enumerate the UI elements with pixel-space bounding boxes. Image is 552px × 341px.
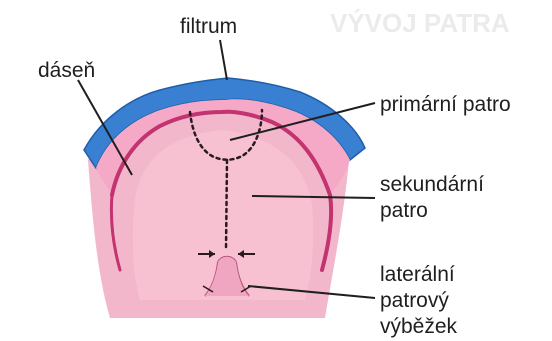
label-lateralni-line2: patrový (380, 288, 449, 313)
leader-filtrum (220, 40, 227, 80)
label-sekundarni-line2: patro (380, 198, 428, 223)
label-lateralni-line1: laterální (380, 262, 455, 287)
label-sekundarni-line1: sekundární (380, 172, 484, 197)
label-dasen: dáseň (38, 58, 95, 83)
label-filtrum: filtrum (180, 14, 237, 39)
label-lateralni-line3: výběžek (380, 314, 457, 339)
median-suture (226, 160, 227, 250)
label-primarni-patro: primární patro (380, 92, 511, 117)
